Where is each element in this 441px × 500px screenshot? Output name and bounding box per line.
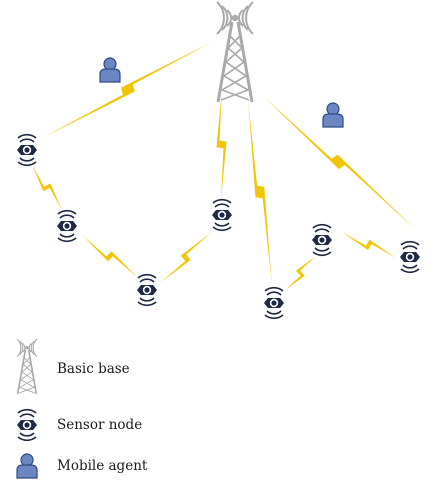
wireless-link-1 — [42, 42, 212, 138]
wireless-link-7 — [160, 232, 212, 283]
legend-icons — [16, 338, 38, 479]
base-station-tower-icon — [215, 0, 255, 104]
wireless-link-3 — [248, 100, 272, 286]
legend-sensor-icon — [16, 408, 38, 442]
legend-agent-icon — [16, 453, 38, 479]
sensor-node-7-icon — [399, 240, 421, 274]
legend-label-agent: Mobile agent — [57, 458, 148, 474]
wireless-links — [32, 42, 416, 290]
wireless-link-9 — [342, 232, 396, 258]
sensor-node-5-icon — [311, 223, 333, 257]
sensor-node-3-icon — [136, 273, 158, 307]
wireless-link-8 — [285, 256, 316, 290]
sensor-node-2-icon — [56, 209, 78, 243]
sensor-node-1-icon — [16, 133, 38, 167]
legend-tower-icon — [16, 338, 38, 395]
legend-label-base: Basic base — [57, 361, 130, 377]
sensor-node-6-icon — [263, 286, 285, 320]
wireless-link-5 — [32, 165, 62, 210]
network-icons — [16, 0, 421, 320]
legend-label-sensor: Sensor node — [57, 417, 143, 433]
mobile-agent-2-icon — [322, 102, 344, 128]
mobile-agent-1-icon — [99, 57, 121, 83]
wireless-link-2 — [216, 90, 227, 200]
wireless-link-4 — [262, 95, 416, 230]
wireless-link-6 — [82, 235, 138, 278]
sensor-node-4-icon — [211, 198, 233, 232]
